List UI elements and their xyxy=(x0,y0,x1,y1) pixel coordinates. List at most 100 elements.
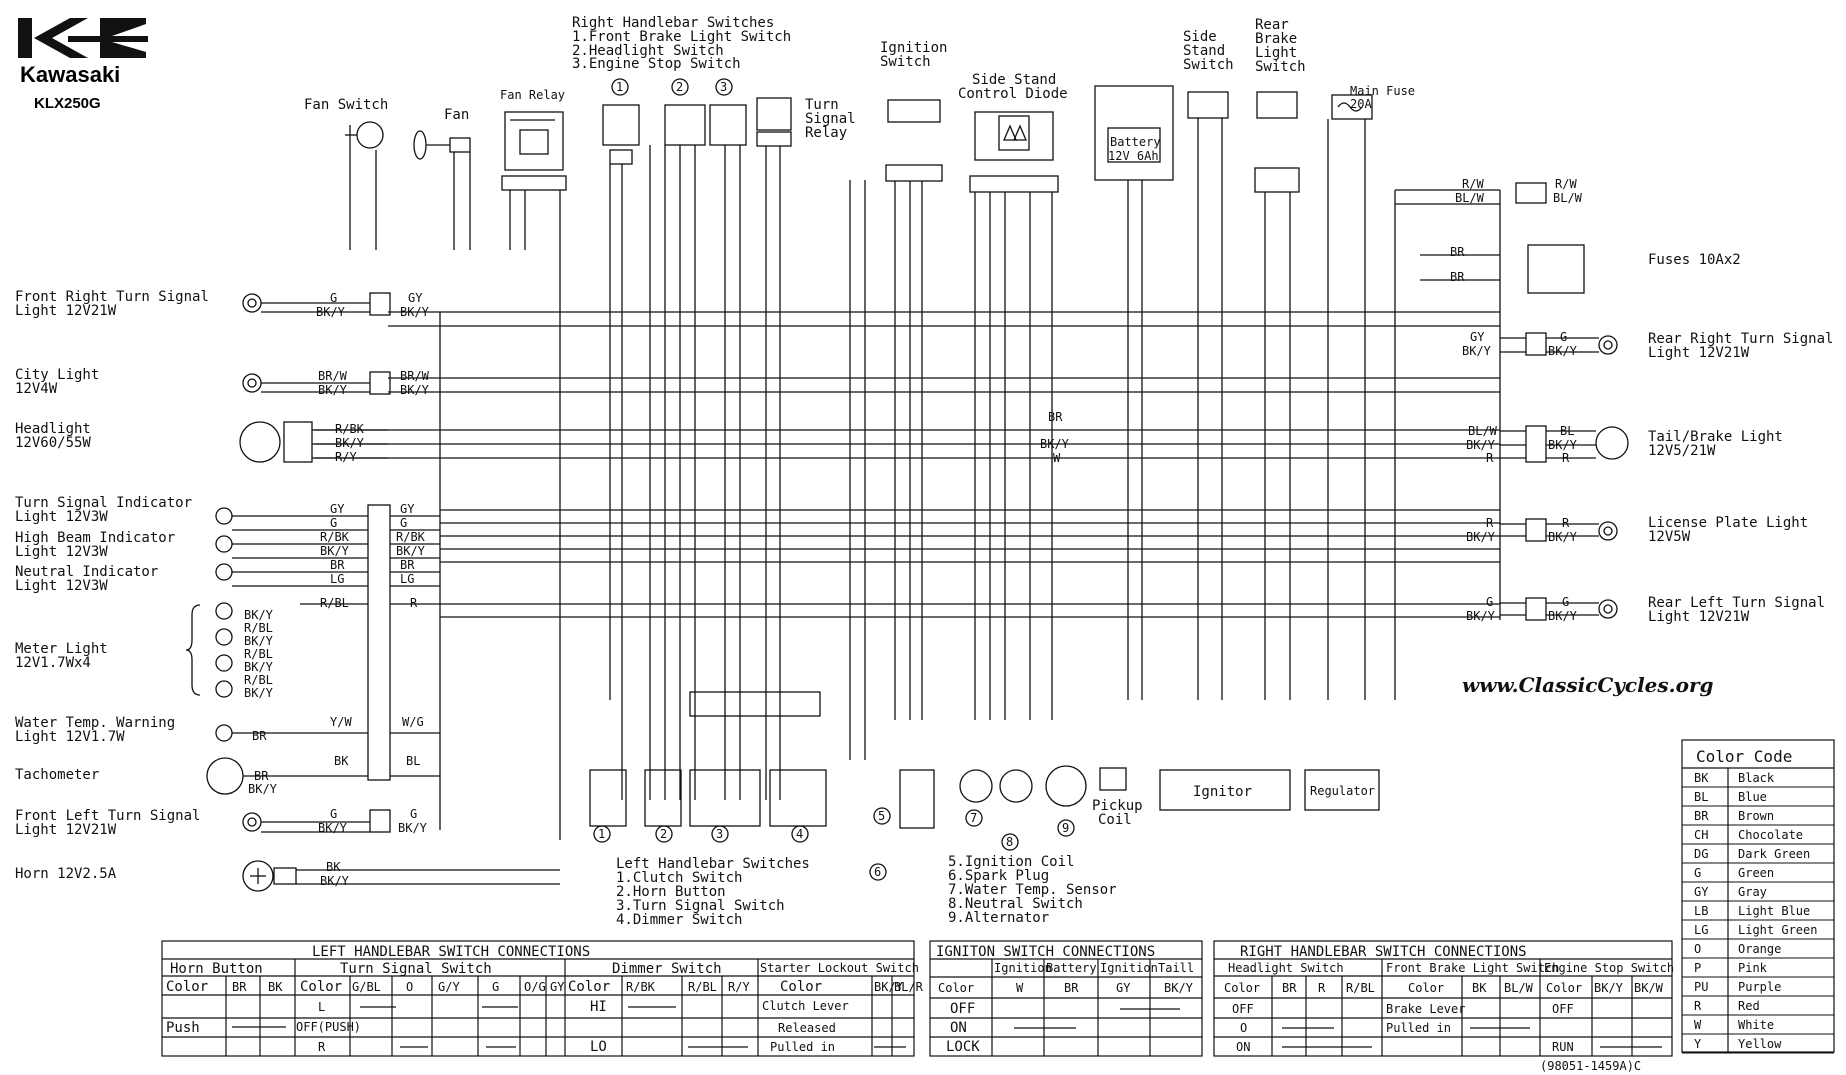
svg-text:Battery: Battery xyxy=(1110,135,1161,149)
circle-marker-top-2: 2 xyxy=(671,78,689,96)
svg-text:12V 6Ah: 12V 6Ah xyxy=(1108,149,1159,163)
side-stand-label-1: Side xyxy=(1183,29,1217,45)
svg-text:Y/W: Y/W xyxy=(330,715,352,729)
neutral-lamp xyxy=(215,563,233,581)
svg-text:BK/Y: BK/Y xyxy=(1548,344,1578,358)
color-code-abbr: GY xyxy=(1694,885,1709,899)
fan xyxy=(413,130,471,160)
left-table-title: LEFT HANDLEBAR SWITCH CONNECTIONS xyxy=(312,944,590,960)
svg-text:BK/Y: BK/Y xyxy=(320,874,350,888)
color-code-name: Pink xyxy=(1738,961,1768,975)
side-stand-label-3: Switch xyxy=(1183,57,1234,73)
svg-text:8: 8 xyxy=(1006,835,1013,849)
svg-text:BK/Y: BK/Y xyxy=(244,686,274,700)
svg-text:BR: BR xyxy=(1450,270,1465,284)
svg-text:BK/Y: BK/Y xyxy=(400,383,430,397)
color-code-abbr: CH xyxy=(1694,828,1708,842)
right-wire-labels: R/W BL/W R/W BL/W BR BR GY BK/Y G BK/Y B… xyxy=(1450,177,1583,623)
right-switch-1: 1.Front Brake Light Switch xyxy=(572,29,791,45)
legend-7: 7.Water Temp. Sensor xyxy=(948,882,1117,898)
turn-relay-label-1: Turn xyxy=(805,97,839,113)
svg-text:GY: GY xyxy=(330,502,345,516)
ignition-table-title: IGNITON SWITCH CONNECTIONS xyxy=(936,944,1155,960)
ignition-switch-label-1: Ignition xyxy=(880,40,947,56)
color-code-table: Color Code xyxy=(1681,739,1835,1053)
svg-text:Color: Color xyxy=(1224,981,1260,995)
svg-text:Turn Signal Switch: Turn Signal Switch xyxy=(340,961,492,977)
svg-text:BK/Y: BK/Y xyxy=(874,980,904,994)
svg-text:O/G: O/G xyxy=(524,980,546,994)
svg-text:BR: BR xyxy=(1048,410,1063,424)
right-switches-title: Right Handlebar Switches xyxy=(572,15,774,31)
color-code-title: Color Code xyxy=(1696,747,1792,766)
svg-text:W/G: W/G xyxy=(402,715,424,729)
svg-text:BK/Y: BK/Y xyxy=(318,383,348,397)
front-right-turn-lamp xyxy=(242,293,262,313)
ignitor-label: Ignitor xyxy=(1193,784,1252,800)
meter-lamps xyxy=(185,602,233,698)
rear-left-turn-label: Rear Left Turn Signal xyxy=(1648,595,1825,611)
legend-6: 6.Spark Plug xyxy=(948,868,1049,884)
svg-text:Starter Lockout Switch: Starter Lockout Switch xyxy=(760,961,919,975)
svg-text:BK/Y: BK/Y xyxy=(244,660,274,674)
headlight-label: Headlight xyxy=(15,421,91,437)
circle-marker-bottom-7: 7 xyxy=(965,809,983,827)
svg-text:Clutch Lever: Clutch Lever xyxy=(762,999,849,1013)
color-code-abbr: BL xyxy=(1694,790,1708,804)
rear-brake-label-1: Rear xyxy=(1255,17,1289,33)
regulator-box xyxy=(1304,769,1380,811)
svg-text:Color: Color xyxy=(938,981,974,995)
circle-marker-bottom-1: 1 xyxy=(593,825,611,843)
svg-text:GY: GY xyxy=(1116,981,1131,995)
svg-text:R/BL: R/BL xyxy=(688,980,717,994)
circle-marker-top-3: 3 xyxy=(715,78,733,96)
dimmer-switch xyxy=(769,769,827,827)
svg-text:BK/Y: BK/Y xyxy=(398,821,428,835)
svg-text:BL: BL xyxy=(406,754,420,768)
svg-text:G/Y: G/Y xyxy=(438,980,460,994)
headlight-sub: 12V60/55W xyxy=(15,435,91,451)
svg-text:BK: BK xyxy=(326,860,341,874)
svg-text:G: G xyxy=(330,516,337,530)
svg-text:Pulled in: Pulled in xyxy=(1386,1021,1451,1035)
meter-light-sub: 12V1.7Wx4 xyxy=(15,655,91,671)
document-number: (98051-1459A)C xyxy=(1540,1059,1641,1073)
svg-text:BR: BR xyxy=(1450,245,1465,259)
circle-marker-bottom-6: 6 xyxy=(869,863,887,881)
svg-text:Brake Lever: Brake Lever xyxy=(1386,1002,1465,1016)
legend-9: 9.Alternator xyxy=(948,910,1049,926)
svg-text:G: G xyxy=(330,807,337,821)
svg-text:BK: BK xyxy=(268,980,283,994)
color-code-abbr: PU xyxy=(1694,980,1708,994)
svg-text:BK/Y: BK/Y xyxy=(1466,530,1496,544)
svg-text:3: 3 xyxy=(720,80,727,94)
color-code-name: Purple xyxy=(1738,980,1781,994)
svg-text:OFF: OFF xyxy=(1232,1002,1254,1016)
side-stand-label-2: Stand xyxy=(1183,43,1225,59)
fan-relay-label: Fan Relay xyxy=(500,88,565,102)
svg-text:G: G xyxy=(1486,595,1493,609)
color-code-name: White xyxy=(1738,1018,1774,1032)
svg-text:BK/Y: BK/Y xyxy=(248,782,278,796)
svg-text:BR/W: BR/W xyxy=(318,369,348,383)
circle-marker-bottom-8: 8 xyxy=(1001,833,1019,851)
svg-text:R/BK: R/BK xyxy=(320,530,350,544)
svg-text:BK/Y: BK/Y xyxy=(1466,438,1496,452)
fan-label: Fan xyxy=(444,107,469,123)
water-temp-label: Water Temp. Warning xyxy=(15,715,175,731)
svg-text:BK/Y: BK/Y xyxy=(320,544,350,558)
left-wire-stubs xyxy=(232,302,560,885)
color-code-abbr: BR xyxy=(1694,809,1709,823)
right-components: Fuses 10Ax2 Rear Right Turn Signal Light… xyxy=(1595,252,1833,625)
svg-text:R/W: R/W xyxy=(1462,177,1484,191)
left-wire-labels: G BK/Y GY BK/Y BR/W BK/Y BR/W BK/Y R/BK … xyxy=(244,291,430,888)
color-code-name: Green xyxy=(1738,866,1774,880)
fan-relay xyxy=(501,111,567,191)
svg-text:W: W xyxy=(1053,451,1061,465)
color-code-name: Light Blue xyxy=(1738,904,1810,918)
center-wire-labels: BR BK/Y W xyxy=(1040,410,1070,465)
svg-text:HI: HI xyxy=(590,999,607,1015)
svg-text:Pulled in: Pulled in xyxy=(770,1040,835,1054)
rear-brake-switch xyxy=(1254,91,1300,193)
turn-relay-label-3: Relay xyxy=(805,125,847,141)
